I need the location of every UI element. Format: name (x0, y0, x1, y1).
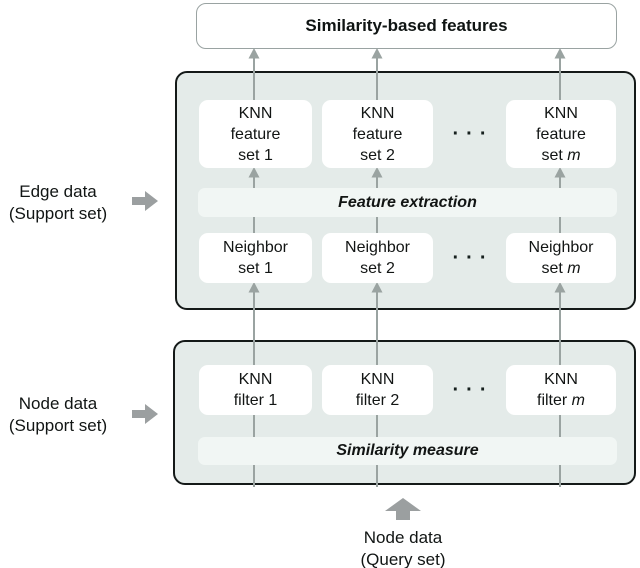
box-line: KNN (544, 371, 578, 388)
box-line: KNN (360, 104, 395, 122)
node-data-support-label: Node data (Support set) (8, 394, 108, 435)
box-line: feature (230, 125, 281, 143)
similarity-features-box: Similarity-based features (196, 3, 617, 49)
box-line: KNN (238, 104, 273, 122)
node-data-arrow-icon (132, 404, 158, 424)
ellipsis-feature-row: ··· (452, 122, 494, 145)
box-line: KNN (544, 104, 578, 122)
similarity-measure-bar: Similarity measure (198, 437, 617, 465)
neighbor-set-m-box: Neighbor set m (506, 233, 616, 283)
knn-feature-set-2-box: KNN feature set 2 (322, 100, 433, 168)
box-line: set 2 (360, 146, 395, 164)
box-line: set m (541, 260, 581, 277)
box-line: Neighbor (345, 239, 410, 256)
knn-feature-set-m-box: KNN feature set m (506, 100, 616, 168)
box-line: filter m (537, 392, 585, 409)
knn-feature-set-1-box: KNN feature set 1 (199, 100, 312, 168)
knn-filter-1-box: KNN filter 1 (199, 365, 312, 415)
node-data-query-label: Node data (Query set) (360, 528, 446, 568)
box-line: set 1 (238, 260, 273, 277)
box-line: KNN (360, 371, 395, 388)
box-line: set 2 (360, 260, 395, 277)
ellipsis-neighbor-row: ··· (452, 246, 494, 269)
query-data-arrow-icon (385, 498, 421, 520)
ellipsis-filter-row: ··· (452, 378, 494, 401)
box-line: set m (541, 146, 581, 164)
feature-extraction-label: Feature extraction (338, 193, 477, 211)
edge-data-arrow-icon (132, 191, 158, 211)
neighbor-set-2-box: Neighbor set 2 (322, 233, 433, 283)
box-line: filter 1 (233, 392, 278, 409)
similarity-measure-label: Similarity measure (336, 442, 479, 459)
box-line: set 1 (238, 146, 273, 164)
box-line: filter 2 (355, 392, 400, 409)
box-line: Neighbor (223, 239, 288, 256)
knn-filter-2-box: KNN filter 2 (322, 365, 433, 415)
box-line: KNN (238, 371, 273, 388)
neighbor-set-1-box: Neighbor set 1 (199, 233, 312, 283)
box-line: Neighbor (528, 239, 594, 256)
box-line: feature (536, 125, 586, 143)
feature-extraction-bar: Feature extraction (198, 188, 617, 217)
edge-data-label: Edge data (Support set) (8, 182, 108, 223)
box-line: feature (352, 125, 403, 143)
knn-filter-m-box: KNN filter m (506, 365, 616, 415)
similarity-features-label: Similarity-based features (305, 16, 508, 35)
